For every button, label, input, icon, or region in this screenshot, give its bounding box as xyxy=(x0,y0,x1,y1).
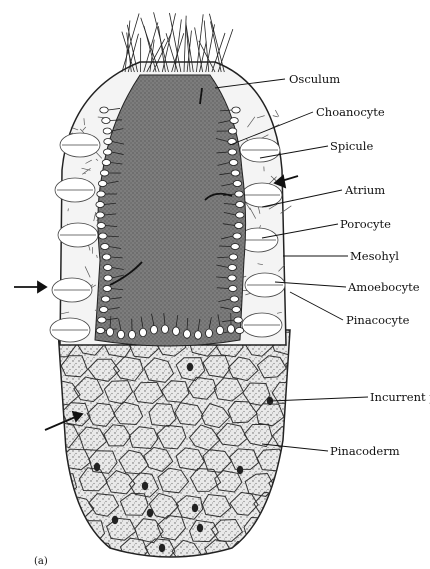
choanocyte-cell xyxy=(162,325,169,333)
pinacocyte-cell xyxy=(59,540,87,564)
pinacocyte-cell xyxy=(283,543,312,566)
choanocyte-cell xyxy=(228,128,236,134)
choanocyte-cell xyxy=(96,212,104,218)
incurrent-pore-dot xyxy=(142,482,148,490)
choanocyte-cell xyxy=(103,128,111,134)
choanocyte-cell xyxy=(235,223,243,229)
pinacocyte-cell xyxy=(287,404,316,425)
choanocyte-cell xyxy=(173,327,180,335)
choanocyte-cell xyxy=(236,202,244,208)
choanocyte-cell xyxy=(233,233,241,239)
choanocyte-cell xyxy=(118,330,125,338)
choanocyte-cell xyxy=(195,331,202,339)
choanocyte-cell xyxy=(129,331,136,339)
choanocyte-cell xyxy=(96,328,104,334)
choanocyte-cell xyxy=(102,118,110,124)
label-osculum: Osculum xyxy=(289,72,340,86)
label-incurrent-pore: Incurrent pore xyxy=(370,390,430,404)
figure-sublabel: (a) xyxy=(34,556,48,567)
choanocyte-cell xyxy=(234,317,242,323)
pinacocyte-cell xyxy=(287,446,315,471)
choanocyte-cell xyxy=(231,170,239,176)
incurrent-pore-dot xyxy=(237,466,243,474)
incurrent-pore-dot xyxy=(94,463,100,471)
incurrent-pore-dot xyxy=(187,363,193,371)
choanocyte-cell xyxy=(97,191,105,197)
label-spicule: Spicule xyxy=(330,139,373,153)
choanocyte-cell xyxy=(228,139,236,145)
choanocyte-cell xyxy=(217,326,224,334)
label-pinacocyte: Pinacocyte xyxy=(346,313,410,327)
choanocyte-cell xyxy=(228,275,236,281)
choanocyte-cell xyxy=(102,160,110,166)
choanocyte-cell xyxy=(206,329,213,337)
mesohyl-strand xyxy=(275,110,279,117)
choanocyte-cell xyxy=(229,286,237,292)
choanocyte-cell xyxy=(229,254,237,260)
pinacocyte-cell xyxy=(289,492,317,516)
pinacocyte-cell xyxy=(286,354,315,377)
choanocyte-cell xyxy=(232,307,240,313)
label-pinacoderm: Pinacoderm xyxy=(330,444,400,458)
choanocyte-cell xyxy=(229,160,237,166)
pinacocyte-cell xyxy=(45,516,73,539)
choanocyte-cell xyxy=(102,254,110,260)
choanocyte-cell xyxy=(140,328,147,336)
choanocyte-cell xyxy=(96,202,104,208)
choanocyte-cell xyxy=(100,170,108,176)
choanocyte-cell xyxy=(228,265,236,271)
choanocyte-cell xyxy=(100,107,108,113)
choanocyte-cell xyxy=(235,191,243,197)
choanocyte-cell xyxy=(236,212,244,218)
pinacocyte-cell xyxy=(274,519,301,541)
choanocyte-cell xyxy=(107,328,114,336)
incurrent-pore-dot xyxy=(112,516,118,524)
choanocyte-cell xyxy=(230,118,238,124)
label-mesohyl: Mesohyl xyxy=(350,249,399,263)
label-amoebocyte: Amoebocyte xyxy=(347,280,420,294)
choanocyte-cell xyxy=(98,181,106,187)
choanocyte-cell xyxy=(233,181,241,187)
choanocyte-cell xyxy=(103,286,111,292)
choanocyte-cell xyxy=(104,275,112,281)
choanocyte-cell xyxy=(104,265,112,271)
choanocyte-cell xyxy=(235,328,243,334)
choanocyte-cell xyxy=(184,330,191,338)
choanocyte-cell xyxy=(99,307,107,313)
incurrent-pore-dot xyxy=(147,509,153,517)
choanocyte-cell xyxy=(99,233,107,239)
incurrent-pore-dot xyxy=(197,524,203,532)
choanocyte-cell xyxy=(228,325,235,333)
choanocyte-cell xyxy=(98,317,106,323)
label-atrium: Atrium xyxy=(344,183,385,197)
choanocyte-cell xyxy=(230,296,238,302)
choanocyte-cell xyxy=(232,107,240,113)
incurrent-pore-dot xyxy=(159,544,165,552)
pinacocyte-cell xyxy=(259,539,287,563)
label-porocyte: Porocyte xyxy=(340,217,391,231)
choanocyte-cell xyxy=(231,244,239,250)
choanocyte-cell xyxy=(97,223,105,229)
choanocyte-cell xyxy=(101,244,109,250)
choanocyte-cell xyxy=(151,326,158,334)
incurrent-pore-dot xyxy=(192,504,198,512)
osculum-spicule xyxy=(218,29,233,72)
label-choanocyte: Choanocyte xyxy=(316,105,385,119)
choanocyte-cell xyxy=(101,296,109,302)
pinacoderm-region xyxy=(45,330,316,566)
choanocyte-cell xyxy=(103,149,111,155)
choanocyte-cell xyxy=(228,149,236,155)
choanocyte-flagellum xyxy=(219,246,231,247)
mesohyl-strand xyxy=(273,116,278,117)
choanocyte-cell xyxy=(104,139,112,145)
